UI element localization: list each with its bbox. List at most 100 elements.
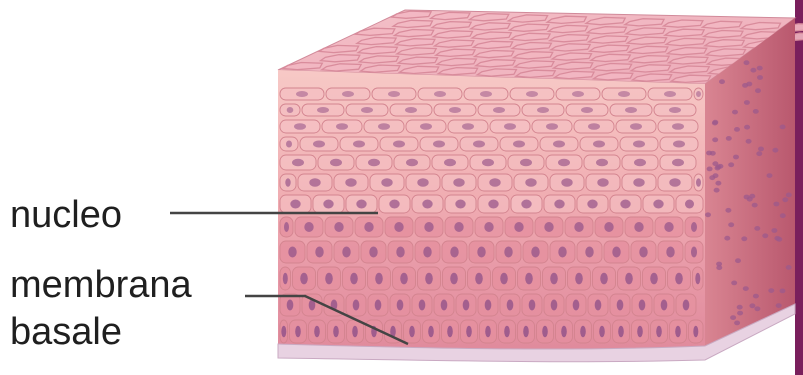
side-nucleus xyxy=(756,151,762,156)
cell-nucleus xyxy=(420,123,432,130)
cell-nucleus xyxy=(353,300,360,311)
side-nucleus xyxy=(734,321,740,326)
cell-nucleus xyxy=(604,222,613,232)
side-nucleus xyxy=(710,151,716,156)
cell-nucleus xyxy=(553,141,565,148)
side-nucleus xyxy=(780,289,786,294)
cell-nucleus xyxy=(317,107,329,113)
cell-nucleus xyxy=(381,178,392,187)
cell-nucleus xyxy=(304,222,313,232)
accent-bar xyxy=(795,0,803,375)
cell-nucleus xyxy=(593,141,605,148)
side-nucleus xyxy=(753,294,759,299)
cell-nucleus xyxy=(441,300,448,311)
cell-nucleus xyxy=(488,200,498,209)
side-nucleus xyxy=(707,167,713,172)
cell-nucleus xyxy=(342,247,350,258)
cell-nucleus xyxy=(664,91,676,97)
top-cell xyxy=(319,45,358,52)
cell-nucleus xyxy=(675,326,681,338)
cell-nucleus xyxy=(394,222,403,232)
cell-nucleus xyxy=(477,247,485,258)
cell-nucleus xyxy=(669,107,681,113)
cell-nucleus xyxy=(425,273,433,285)
side-nucleus xyxy=(714,188,720,193)
side-nucleus xyxy=(753,109,759,114)
side-nucleus xyxy=(743,286,749,291)
cell-nucleus xyxy=(575,273,583,285)
cell-nucleus xyxy=(551,300,558,311)
cell-nucleus xyxy=(599,326,605,338)
cell-nucleus xyxy=(672,123,684,130)
cell-nucleus xyxy=(290,200,300,209)
cell-nucleus xyxy=(352,326,358,338)
cell-nucleus xyxy=(696,91,701,97)
cell-nucleus xyxy=(449,107,461,113)
side-nucleus xyxy=(705,212,711,217)
cell-nucleus xyxy=(473,141,485,148)
cell-nucleus xyxy=(396,247,404,258)
cell-nucleus xyxy=(691,247,697,258)
cell-nucleus xyxy=(625,107,637,113)
cell-nucleus xyxy=(637,326,643,338)
cell-nucleus xyxy=(618,326,624,338)
cell-nucleus xyxy=(573,300,580,311)
cell-nucleus xyxy=(336,123,348,130)
cell-nucleus xyxy=(466,326,472,338)
cell-nucleus xyxy=(634,222,643,232)
cell-nucleus xyxy=(334,222,343,232)
cell-nucleus xyxy=(587,200,597,209)
side-nucleus xyxy=(737,311,743,316)
cell-nucleus xyxy=(482,159,494,167)
cell-nucleus xyxy=(572,91,584,97)
side-nucleus xyxy=(771,228,777,233)
cell-nucleus xyxy=(633,178,644,187)
cell-nucleus xyxy=(661,300,668,311)
cell-nucleus xyxy=(696,178,701,187)
cell-nucleus xyxy=(504,247,512,258)
cell-nucleus xyxy=(537,107,549,113)
cell-nucleus xyxy=(450,247,458,258)
side-nucleus xyxy=(749,303,755,308)
cell-nucleus xyxy=(666,247,674,258)
side-nucleus xyxy=(780,213,786,218)
side-nucleus xyxy=(737,305,743,310)
cell-nucleus xyxy=(485,300,492,311)
side-nucleus xyxy=(719,79,725,84)
side-nucleus xyxy=(786,193,792,198)
nucleus-label: nucleo xyxy=(10,196,122,234)
cell-nucleus xyxy=(525,273,533,285)
cell-nucleus xyxy=(378,123,390,130)
cell-nucleus xyxy=(612,247,620,258)
cell-nucleus xyxy=(531,247,539,258)
cell-nucleus xyxy=(544,222,553,232)
basal-membrane-label-line2: basale xyxy=(10,313,122,351)
cell-nucleus xyxy=(406,159,418,167)
cell-nucleus xyxy=(330,159,342,167)
side-nucleus xyxy=(767,173,773,178)
side-nucleus xyxy=(757,75,763,80)
cell-nucleus xyxy=(558,247,566,258)
side-nucleus xyxy=(772,148,778,153)
top-cell xyxy=(392,11,431,18)
side-nucleus xyxy=(716,262,722,267)
cell-nucleus xyxy=(554,200,564,209)
cell-nucleus xyxy=(634,159,646,167)
cell-nucleus xyxy=(333,326,339,338)
side-nucleus xyxy=(728,222,734,227)
side-nucleus xyxy=(712,121,718,126)
cell-nucleus xyxy=(388,91,400,97)
cell-nucleus xyxy=(526,91,538,97)
side-nucleus xyxy=(755,88,761,93)
cell-nucleus xyxy=(434,91,446,97)
cell-nucleus xyxy=(546,123,558,130)
side-nucleus xyxy=(754,306,760,311)
cell-nucleus xyxy=(475,273,483,285)
side-nucleus xyxy=(726,136,732,141)
cell-nucleus xyxy=(422,200,432,209)
cell-nucleus xyxy=(650,273,658,285)
side-nucleus xyxy=(732,110,738,115)
side-nucleus xyxy=(746,139,752,144)
cell-nucleus xyxy=(409,326,415,338)
cell-nucleus xyxy=(424,222,433,232)
